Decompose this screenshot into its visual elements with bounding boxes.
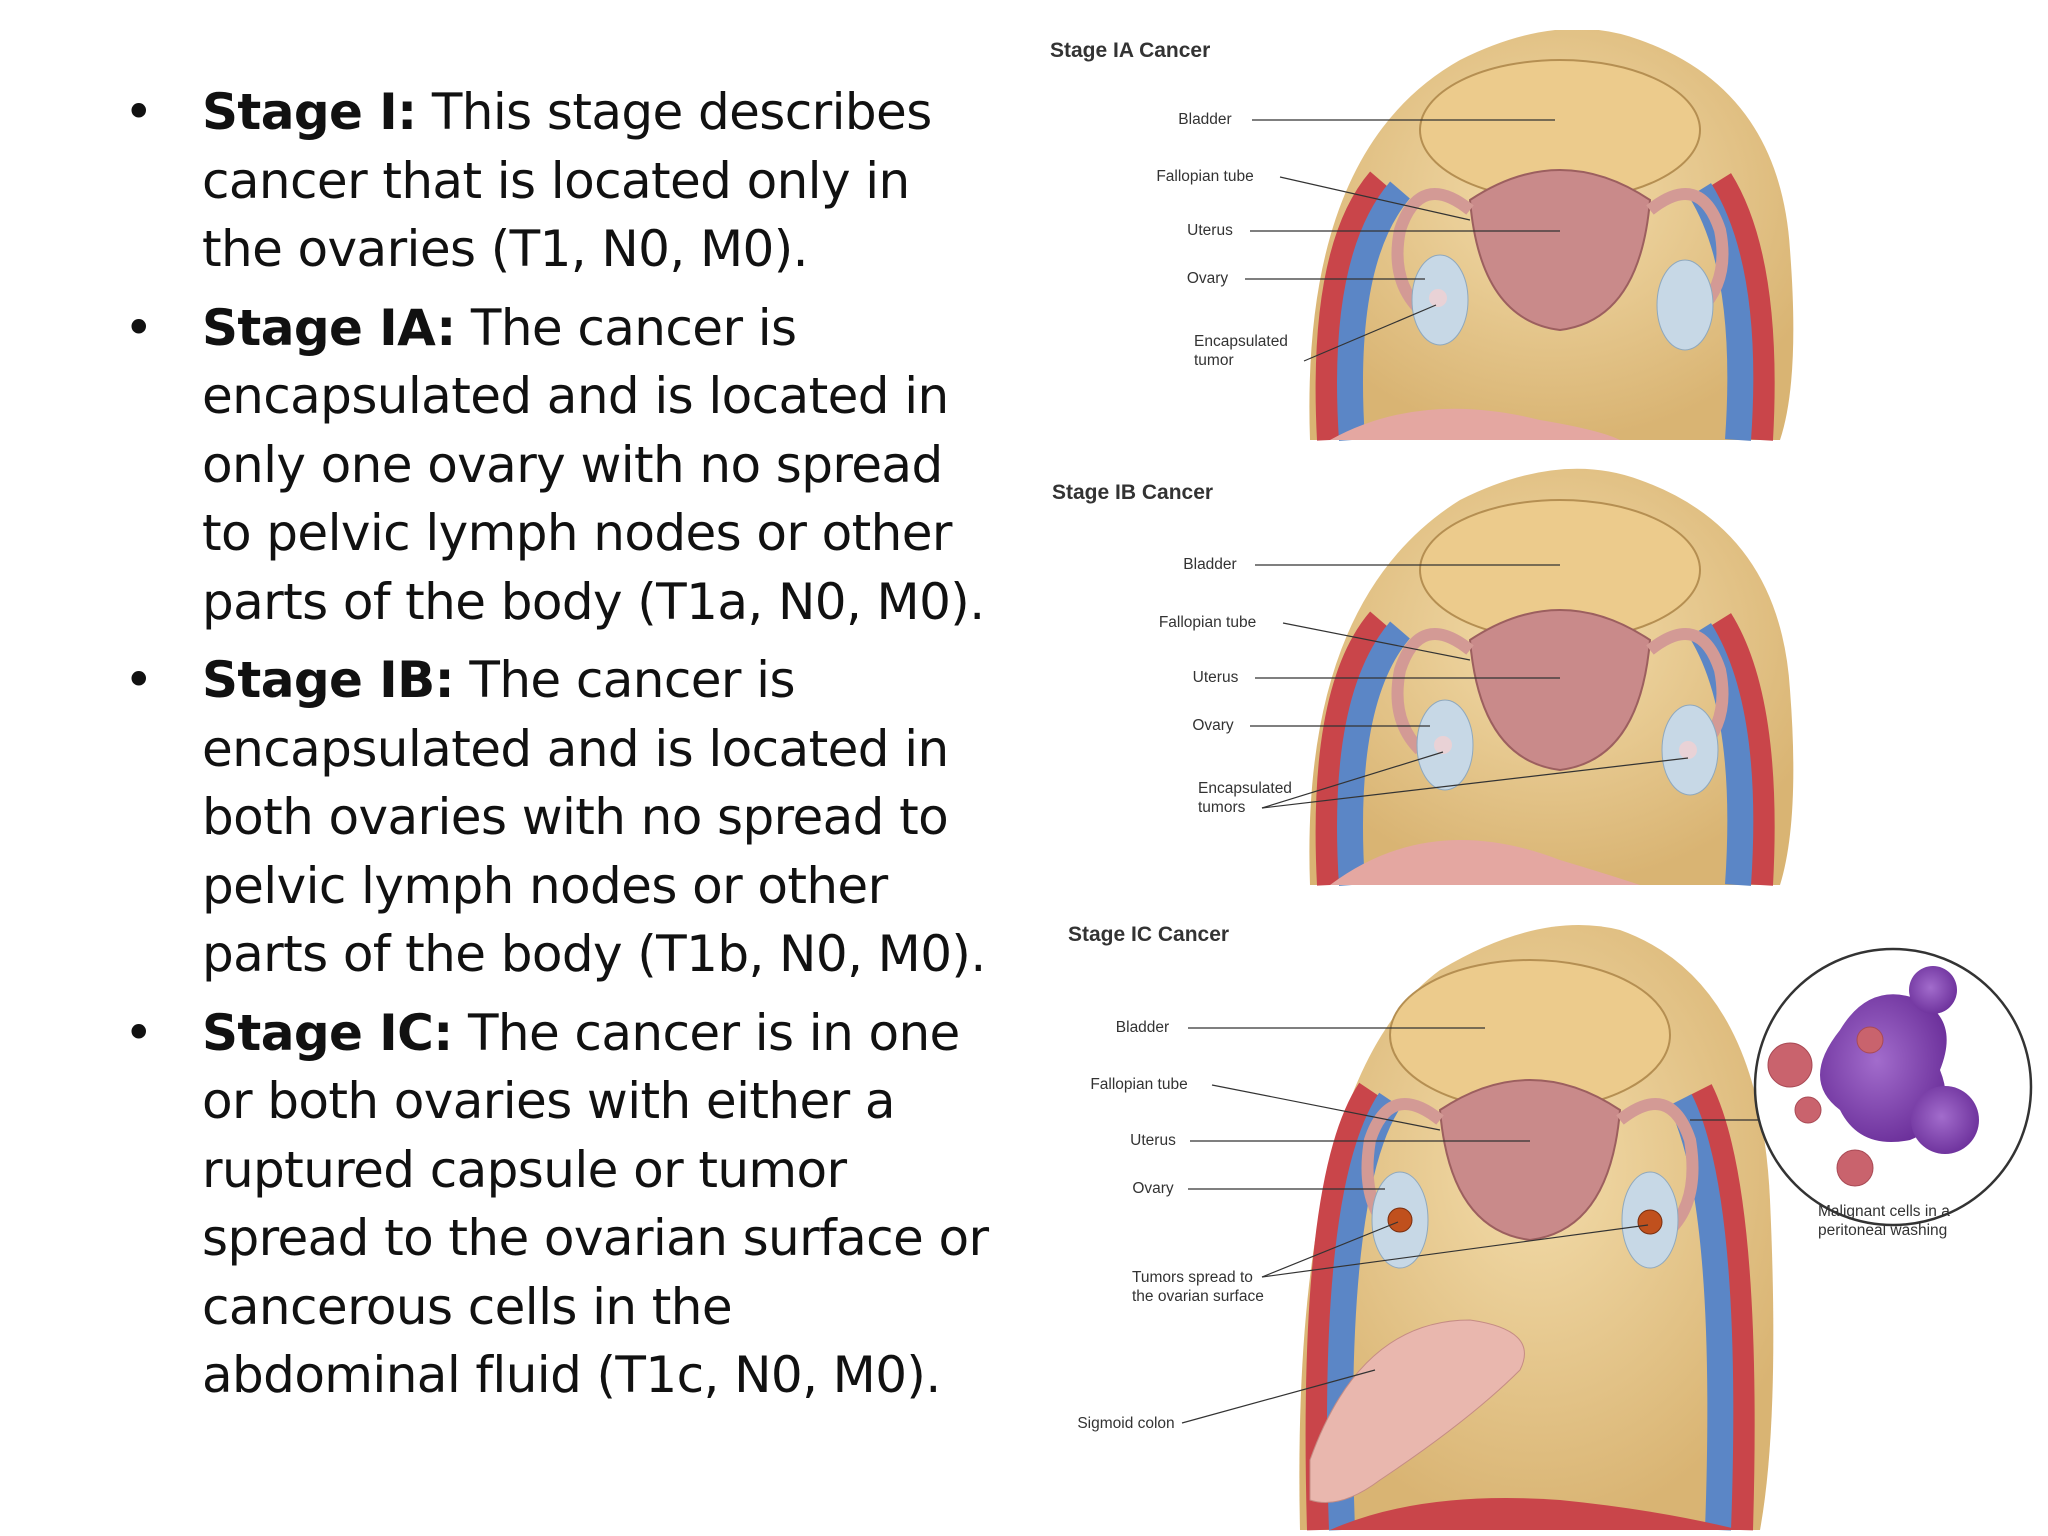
- colon-shape: [1330, 840, 1640, 885]
- tumor-mark: [1387, 1207, 1413, 1233]
- figure-title: Stage IB Cancer: [1052, 481, 1214, 504]
- bullet-text: The cancer is encapsulated and is locate…: [202, 298, 985, 631]
- tumor-mark: [1429, 289, 1447, 307]
- artery-right: [1708, 613, 1775, 886]
- figure-stage-ib: Stage IB Cancer Bladder Fallopian tube U…: [1000, 460, 2048, 890]
- leader-lines: [1245, 119, 1560, 362]
- label-sigmoid-colon: Sigmoid colon: [1077, 1415, 1175, 1432]
- tumor-mark: [1637, 1209, 1663, 1235]
- label-ovary: Ovary: [1132, 1180, 1174, 1197]
- fallopian-tube-left: [1391, 628, 1474, 755]
- label-ovary: Ovary: [1192, 717, 1234, 734]
- figure-title: Stage IC Cancer: [1068, 923, 1230, 946]
- artery-left: [1315, 171, 1391, 441]
- artery-right: [1688, 1084, 1755, 1531]
- illustration-stage-ia: [1245, 30, 1794, 441]
- uterus-shape: [1438, 1079, 1622, 1242]
- bullet-list: • Stage I: This stage describes cancer t…: [110, 78, 990, 1420]
- fallopian-tube-right: [1616, 1098, 1699, 1235]
- red-blood-cell: [1856, 1026, 1884, 1054]
- figure-stage-ia: Stage IA Cancer Bladder Fallopian tube U…: [1000, 30, 2048, 450]
- illustration-stage-ib: [1250, 468, 1794, 886]
- label-encapsulated-tumors: Encapsulated tumors: [1198, 780, 1292, 816]
- label-uterus: Uterus: [1130, 1132, 1176, 1149]
- label-tumors-spread: Tumors spread to the ovarian surface: [1132, 1269, 1264, 1305]
- red-blood-cell: [1836, 1149, 1874, 1187]
- artery-right: [1708, 173, 1775, 441]
- bullet-lead: Stage IC:: [202, 1003, 453, 1062]
- leader-lines: [1181, 1027, 1760, 1424]
- malignant-cell: [1909, 966, 1957, 1014]
- ovary-right: [1656, 259, 1714, 351]
- leader-lines: [1250, 564, 1689, 809]
- vein-left: [1337, 621, 1411, 886]
- bullet-text: This stage describes cancer that is loca…: [202, 83, 932, 278]
- tumor-mark: [1679, 741, 1697, 759]
- figure-title: Stage IA Cancer: [1050, 39, 1211, 62]
- label-uterus: Uterus: [1192, 669, 1239, 686]
- bullet-text: The cancer is in one or both ovaries wit…: [202, 1003, 989, 1405]
- bullet-marker: •: [124, 1003, 154, 1062]
- vessel-bottom: [1330, 1498, 1740, 1530]
- colon-shape: [1330, 408, 1620, 440]
- fallopian-tube-right: [1646, 188, 1729, 315]
- uterus-shape: [1468, 609, 1652, 772]
- tumor-mark: [1434, 736, 1452, 754]
- sigmoid-colon-shape: [1309, 1319, 1525, 1503]
- label-fallopian-tube: Fallopian tube: [1156, 168, 1254, 185]
- bullet-marker: •: [124, 83, 154, 141]
- malignant-cell: [1911, 1086, 1979, 1154]
- bullet-stage-ia: • Stage IA: The cancer is encapsulated a…: [110, 294, 990, 637]
- label-encapsulated-tumor: Encapsulated tumor: [1194, 333, 1288, 369]
- bullet-stage-ib: • Stage IB: The cancer is encapsulated a…: [110, 646, 990, 989]
- label-fallopian-tube: Fallopian tube: [1090, 1076, 1188, 1093]
- bullet-stage-ic: • Stage IC: The cancer is in one or both…: [110, 999, 990, 1410]
- illustration-stage-ic: [1181, 925, 2033, 1531]
- label-bladder: Bladder: [1115, 1019, 1170, 1036]
- vein-left: [1337, 181, 1411, 441]
- red-blood-cell: [1767, 1042, 1813, 1088]
- uterus-shape: [1468, 169, 1652, 332]
- bullet-marker: •: [124, 298, 154, 357]
- bullet-lead: Stage I:: [202, 83, 417, 141]
- bullet-text: The cancer is encapsulated and is locate…: [202, 651, 986, 983]
- bullet-stage-i: • Stage I: This stage describes cancer t…: [110, 78, 990, 284]
- figure-stage-ic: Stage IC Cancer Bladder Fallopian tube U…: [1000, 900, 2048, 1536]
- label-bladder: Bladder: [1183, 556, 1237, 573]
- red-blood-cell: [1794, 1096, 1822, 1124]
- label-ovary: Ovary: [1186, 270, 1229, 287]
- bullet-lead: Stage IB:: [202, 651, 455, 709]
- label-fallopian-tube: Fallopian tube: [1158, 614, 1257, 631]
- bullet-marker: •: [124, 651, 154, 709]
- label-malignant-cells: Malignant cells in a peritoneal washing: [1818, 1203, 1950, 1239]
- label-bladder: Bladder: [1178, 111, 1232, 128]
- bullet-lead: Stage IA:: [202, 298, 456, 357]
- fallopian-tube-left: [1391, 188, 1474, 315]
- label-uterus: Uterus: [1187, 222, 1233, 239]
